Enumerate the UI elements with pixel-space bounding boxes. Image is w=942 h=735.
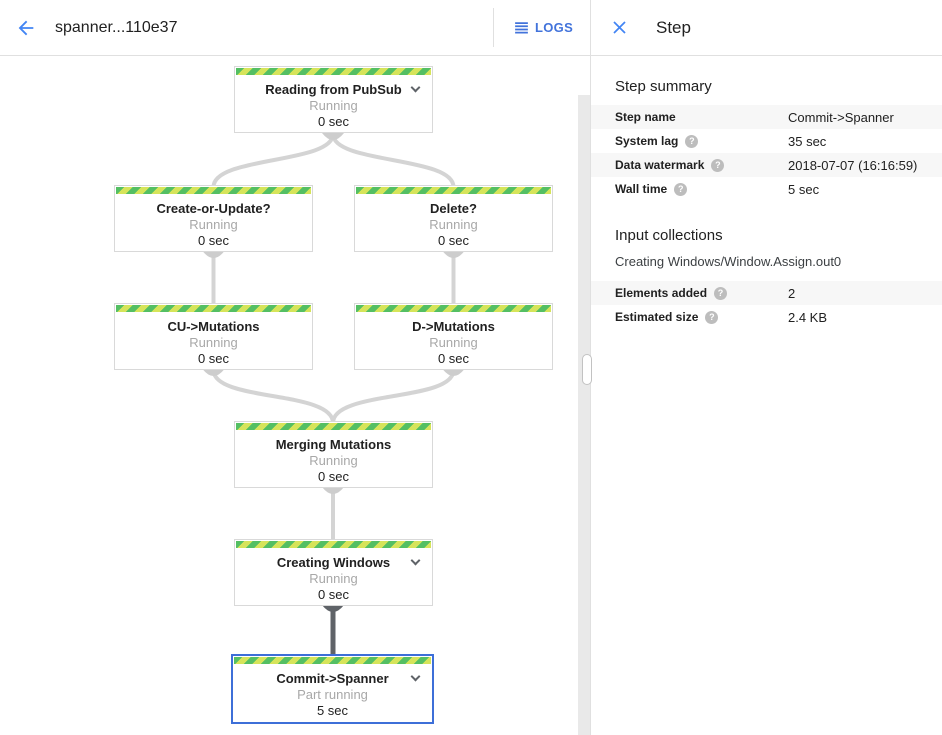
step-node-status: Running bbox=[309, 571, 358, 586]
row-label: Data watermark bbox=[615, 158, 788, 172]
step-node-title: Reading from PubSub bbox=[265, 82, 402, 97]
row-label: Wall time bbox=[615, 182, 788, 196]
panel-header: Step bbox=[590, 0, 942, 55]
step-node-status: Running bbox=[429, 217, 478, 232]
step-node-cu-mutations[interactable]: CU->Mutations Running 0 sec bbox=[114, 303, 313, 370]
running-stripe bbox=[356, 187, 551, 194]
close-icon bbox=[612, 21, 626, 34]
panel-resize-handle[interactable] bbox=[582, 354, 592, 385]
step-node-status: Running bbox=[309, 453, 358, 468]
running-stripe bbox=[234, 657, 431, 664]
running-stripe bbox=[236, 68, 431, 75]
list-lines-icon bbox=[515, 22, 528, 34]
step-node-time: 0 sec bbox=[197, 233, 230, 248]
help-icon[interactable] bbox=[705, 310, 719, 324]
summary-row-step-name: Step name Commit->Spanner bbox=[591, 105, 942, 129]
step-node-create-or-update[interactable]: Create-or-Update? Running 0 sec bbox=[114, 185, 313, 252]
step-node-title: Creating Windows bbox=[276, 555, 391, 570]
top-bar: spanner...110e37 LOGS Step bbox=[0, 0, 942, 56]
row-label: Step name bbox=[615, 110, 676, 124]
step-node-title: Merging Mutations bbox=[275, 437, 392, 452]
step-node-status: Running bbox=[309, 98, 358, 113]
row-label: Elements added bbox=[615, 286, 788, 300]
step-node-status: Part running bbox=[297, 687, 368, 702]
step-node-title: CU->Mutations bbox=[167, 319, 260, 334]
collection-row-elements-added: Elements added 2 bbox=[591, 281, 942, 305]
step-node-title: Delete? bbox=[430, 201, 477, 216]
step-node-status: Running bbox=[189, 217, 238, 232]
running-stripe bbox=[356, 305, 551, 312]
close-panel-button[interactable] bbox=[608, 17, 630, 39]
pipeline-edges bbox=[202, 132, 465, 659]
step-node-creating-windows[interactable]: Creating Windows Running 0 sec bbox=[234, 539, 433, 606]
toolbar-divider bbox=[493, 8, 494, 47]
row-value: 5 sec bbox=[788, 181, 820, 197]
row-value: 2.4 KB bbox=[788, 309, 828, 325]
step-node-time: 0 sec bbox=[317, 469, 350, 484]
row-value: 2 bbox=[788, 285, 796, 301]
row-label: Estimated size bbox=[615, 310, 788, 324]
input-collections-heading: Input collections bbox=[615, 227, 723, 244]
step-node-time: 0 sec bbox=[437, 233, 470, 248]
summary-row-system-lag: System lag 35 sec bbox=[591, 129, 942, 153]
row-value: 35 sec bbox=[788, 133, 827, 149]
summary-row-wall-time: Wall time 5 sec bbox=[591, 177, 942, 201]
help-icon[interactable] bbox=[685, 134, 699, 148]
step-summary-heading: Step summary bbox=[615, 78, 712, 95]
step-node-time: 5 sec bbox=[316, 703, 349, 718]
row-label: System lag bbox=[615, 134, 788, 148]
step-node-reading-from-pubsub[interactable]: Reading from PubSub Running 0 sec bbox=[234, 66, 433, 133]
step-node-merging-mutations[interactable]: Merging Mutations Running 0 sec bbox=[234, 421, 433, 488]
top-bar-left: spanner...110e37 LOGS bbox=[0, 0, 590, 55]
step-node-time: 0 sec bbox=[437, 351, 470, 366]
step-node-time: 0 sec bbox=[317, 114, 350, 129]
input-collection-name: Creating Windows/Window.Assign.out0 bbox=[615, 254, 842, 269]
help-icon[interactable] bbox=[711, 158, 725, 172]
help-icon[interactable] bbox=[674, 182, 688, 196]
summary-row-data-watermark: Data watermark 2018-07-07 (16:16:59) bbox=[591, 153, 942, 177]
collection-row-estimated-size: Estimated size 2.4 KB bbox=[591, 305, 942, 329]
step-node-title: Commit->Spanner bbox=[276, 671, 389, 686]
graph-scrollbar-track[interactable] bbox=[578, 95, 590, 735]
step-details-panel: Step summary Step name Commit->Spanner S… bbox=[590, 56, 942, 735]
logs-button[interactable]: LOGS bbox=[513, 0, 573, 55]
running-stripe bbox=[236, 541, 431, 548]
arrow-left-icon bbox=[18, 20, 34, 35]
step-node-title: D->Mutations bbox=[412, 319, 495, 334]
step-node-time: 0 sec bbox=[197, 351, 230, 366]
step-node-title: Create-or-Update? bbox=[156, 201, 271, 216]
row-value: Commit->Spanner bbox=[788, 109, 894, 125]
logs-button-label: LOGS bbox=[535, 20, 574, 35]
step-node-commit-spanner-selected[interactable]: Commit->Spanner Part running 5 sec bbox=[231, 654, 434, 724]
running-stripe bbox=[116, 305, 311, 312]
row-value: 2018-07-07 (16:16:59) bbox=[788, 157, 918, 173]
back-button[interactable] bbox=[14, 16, 38, 40]
step-node-d-mutations[interactable]: D->Mutations Running 0 sec bbox=[354, 303, 553, 370]
running-stripe bbox=[116, 187, 311, 194]
panel-title: Step bbox=[656, 17, 691, 37]
running-stripe bbox=[236, 423, 431, 430]
step-node-delete[interactable]: Delete? Running 0 sec bbox=[354, 185, 553, 252]
step-node-time: 0 sec bbox=[317, 587, 350, 602]
step-node-status: Running bbox=[429, 335, 478, 350]
step-node-status: Running bbox=[189, 335, 238, 350]
job-title: spanner...110e37 bbox=[55, 18, 178, 36]
help-icon[interactable] bbox=[714, 286, 728, 300]
